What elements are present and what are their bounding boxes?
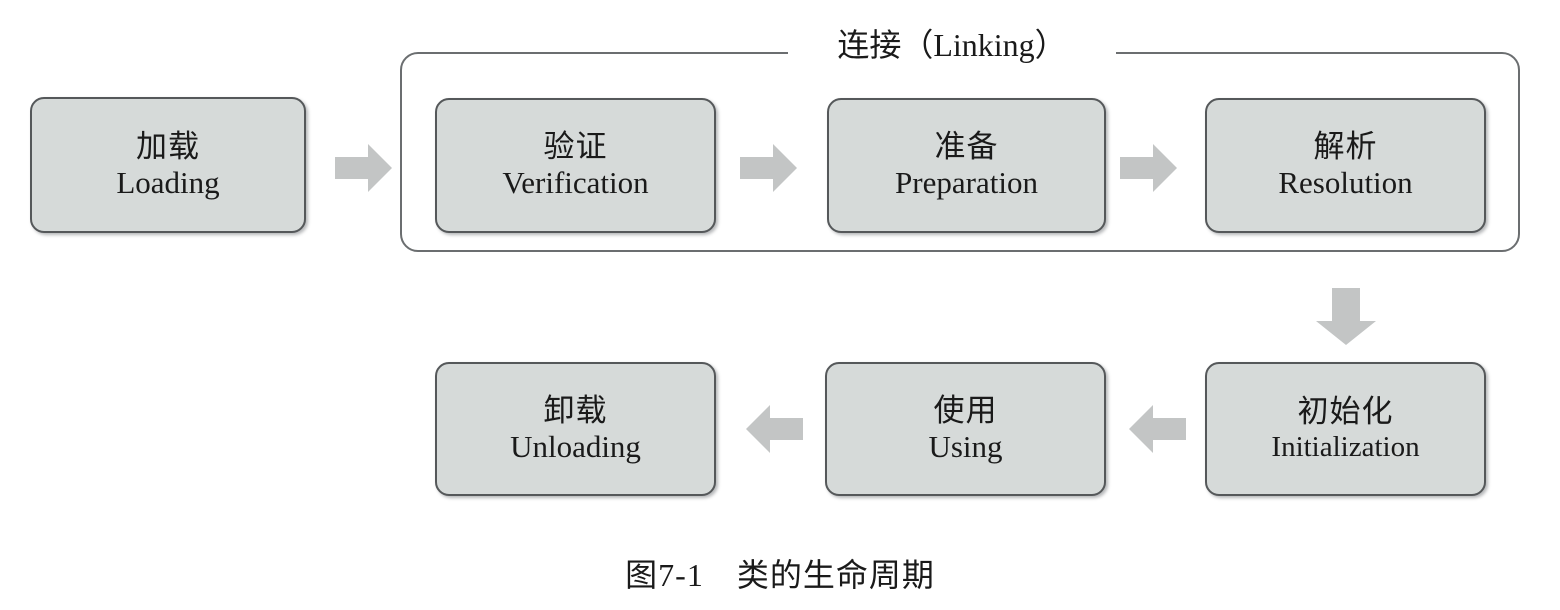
node-resolution-en: Resolution [1278, 165, 1413, 200]
arrow-left-icon-using-to-unloading [745, 403, 803, 455]
node-loading-cn: 加载 [136, 128, 200, 164]
node-verification-cn: 验证 [543, 129, 608, 165]
node-resolution-cn: 解析 [1313, 129, 1378, 165]
node-preparation-en: Preparation [895, 165, 1038, 200]
node-preparation-cn: 准备 [934, 129, 999, 165]
node-resolution[interactable]: 解析 Resolution [1205, 98, 1486, 233]
node-unloading[interactable]: 卸载 Unloading [435, 362, 716, 496]
node-unloading-cn: 卸载 [543, 392, 608, 428]
node-initialization[interactable]: 初始化 Initialization [1205, 362, 1486, 496]
node-unloading-en: Unloading [510, 428, 641, 464]
node-loading-en: Loading [116, 164, 220, 200]
node-using[interactable]: 使用 Using [825, 362, 1106, 496]
node-verification-en: Verification [502, 165, 649, 200]
node-verification[interactable]: 验证 Verification [435, 98, 716, 233]
node-initialization-cn: 初始化 [1297, 393, 1394, 429]
arrow-right-icon-verification-to-preparation [740, 142, 798, 194]
arrow-down-icon-linking-to-initialization [1314, 288, 1378, 346]
arrow-left-icon-initialization-to-using [1128, 403, 1186, 455]
node-initialization-en: Initialization [1271, 430, 1420, 463]
node-using-en: Using [928, 428, 1003, 464]
arrow-right-icon-loading-to-linking [335, 142, 393, 194]
linking-group-label: 连接（Linking） [788, 29, 1116, 61]
figure-caption: 图7-1 类的生命周期 [625, 557, 935, 593]
node-loading[interactable]: 加载 Loading [30, 97, 306, 233]
node-preparation[interactable]: 准备 Preparation [827, 98, 1106, 233]
arrow-right-icon-preparation-to-resolution [1120, 142, 1178, 194]
node-using-cn: 使用 [933, 392, 998, 428]
